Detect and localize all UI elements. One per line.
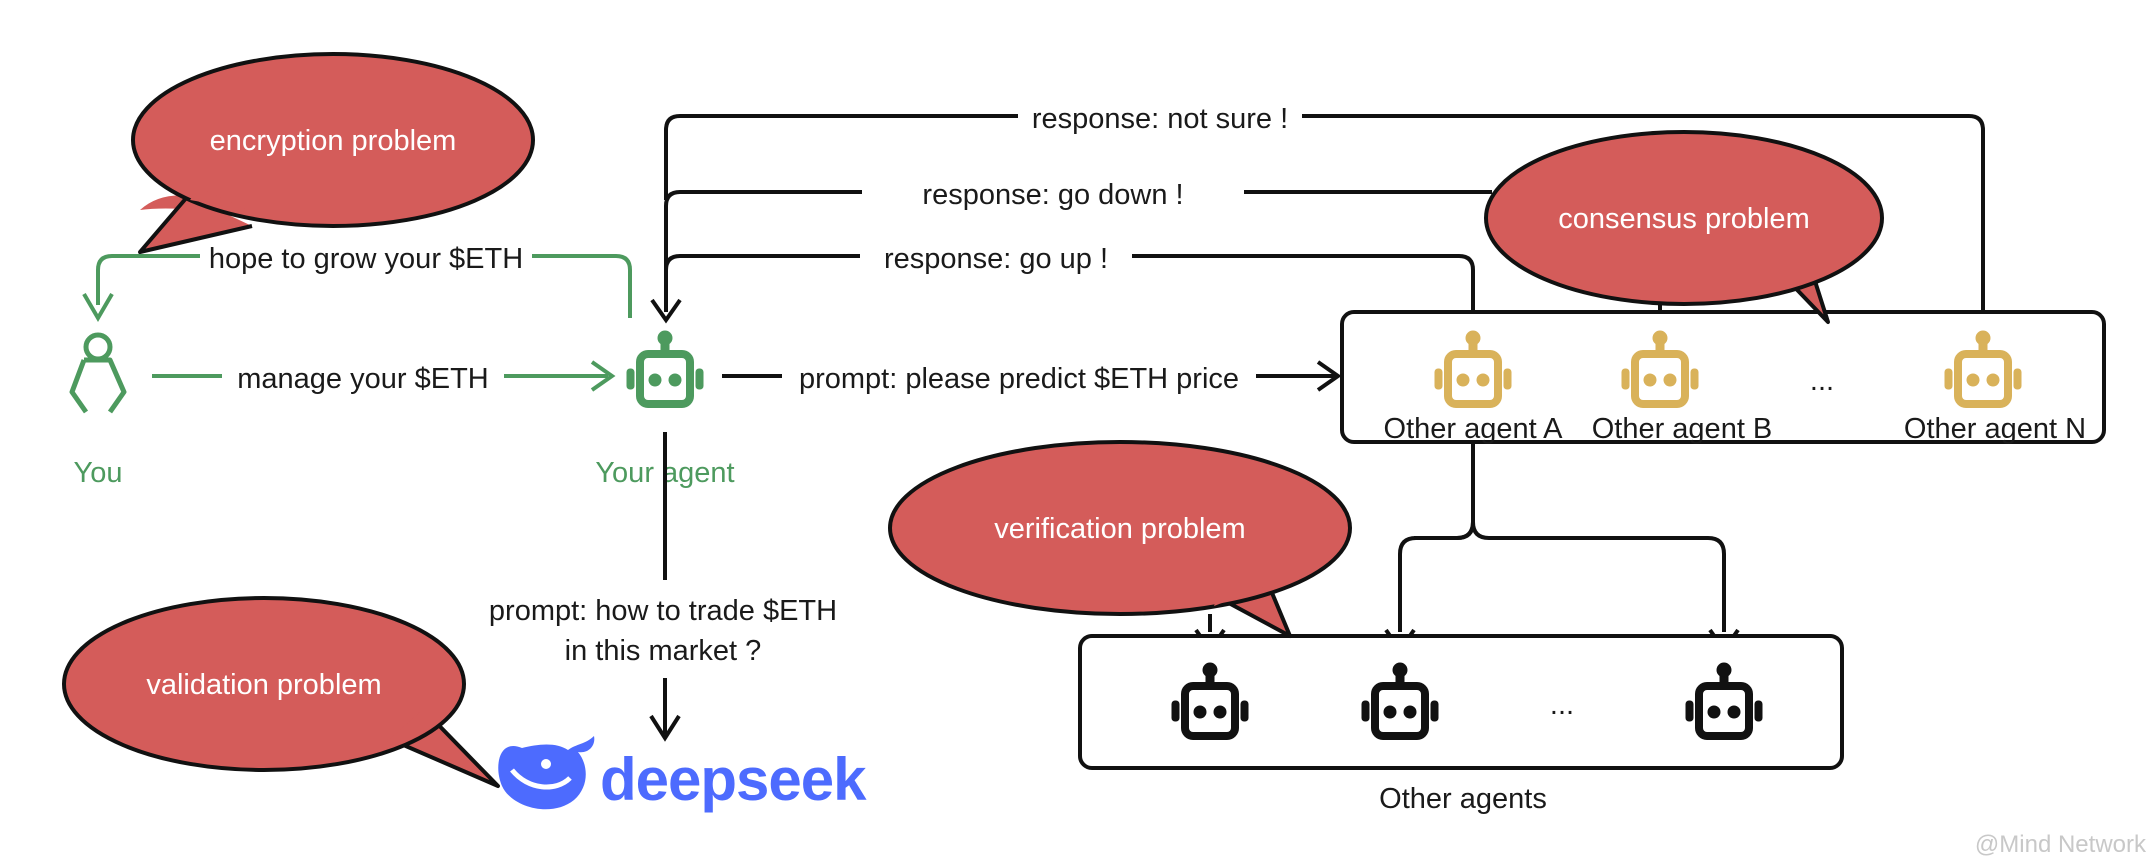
prompt-predict-label: prompt: please predict $ETH price [799,363,1239,395]
other-agent-b-label: Other agent B [1592,413,1773,445]
verification-problem-label: verification problem [994,513,1245,545]
encryption-problem-label: encryption problem [210,125,457,157]
prompt-predict-flow [722,360,1342,392]
prompt-trade-label-line1: prompt: how to trade $ETH [489,595,837,627]
response-up-label: response: go up ! [884,243,1108,275]
encryption-problem-bubble: encryption problem [131,52,535,254]
deepseek-whale-icon [498,736,595,810]
hope-label: hope to grow your $ETH [209,243,523,275]
manage-flow [152,360,616,392]
validation-problem-label: validation problem [146,669,381,701]
response-down-label: response: go down ! [922,179,1183,211]
other-agents-ellipsis: ... [1810,365,1834,397]
lower-agents-label: Other agents [1379,783,1547,815]
prompt-trade-label-line2: in this market ? [565,635,762,667]
consensus-problem-bubble: consensus problem [1484,130,1884,324]
prompt-trade-flow [649,432,681,742]
deepseek-logo: deepseek [498,736,868,813]
other-agent-a-label: Other agent A [1384,413,1564,445]
person-icon [69,332,127,414]
your-agent-robot-icon [627,331,703,404]
verification-problem-bubble: verification problem [888,440,1352,638]
deepseek-wordmark: deepseek [600,746,867,813]
response-flows [650,114,1985,332]
other-agents-group-box [1340,310,2106,444]
manage-label: manage your $ETH [237,363,488,395]
lower-agents-group-box [1078,634,1844,770]
consensus-problem-label: consensus problem [1558,203,1809,235]
response-unsure-label: response: not sure ! [1032,103,1288,135]
watermark-text: @Mind Network [1975,831,2147,858]
you-label: You [74,457,123,489]
validation-problem-bubble: validation problem [62,596,500,788]
hope-flow [82,254,632,322]
lower-agents-ellipsis: ... [1550,689,1574,721]
other-agent-n-label: Other agent N [1904,413,2086,445]
